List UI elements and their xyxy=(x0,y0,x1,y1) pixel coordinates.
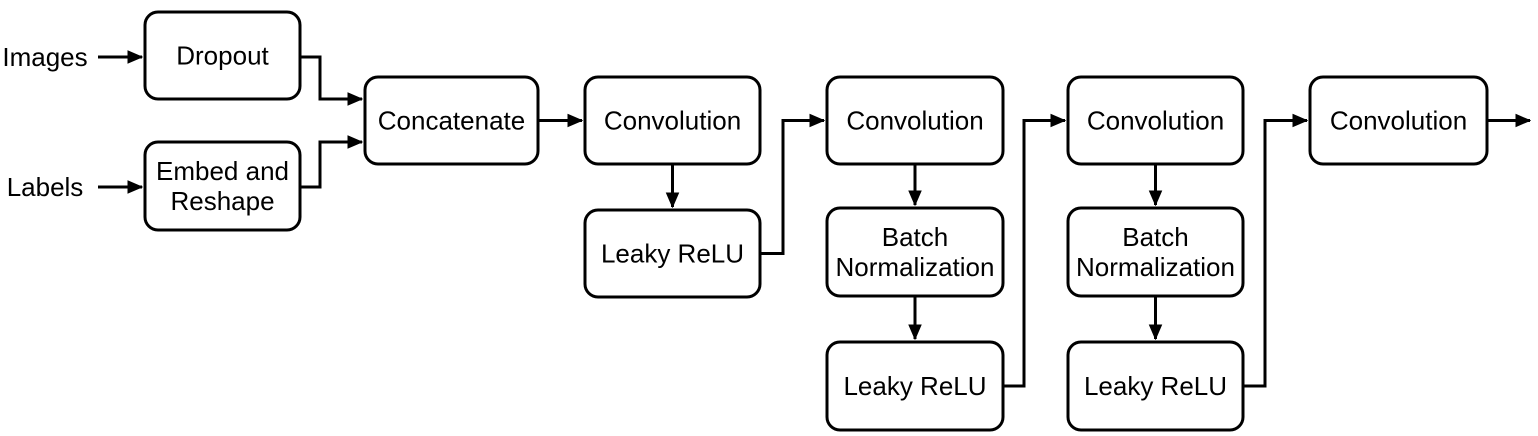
node-leaky-relu-3-label: Leaky ReLU xyxy=(1084,371,1227,401)
node-batch-normalization-2: Batch Normalization xyxy=(1066,206,1245,298)
node-convolution-4: Convolution xyxy=(1308,75,1489,166)
node-convolution-2-label: Convolution xyxy=(846,106,983,136)
node-dropout: Dropout xyxy=(143,10,302,101)
node-batch-normalization-1-label-line1: Batch xyxy=(882,222,949,252)
node-embed-and-reshape: Embed and Reshape xyxy=(143,140,302,232)
node-convolution-3-box xyxy=(1066,75,1245,166)
node-convolution-2: Convolution xyxy=(825,75,1005,166)
node-dropout-box xyxy=(143,10,302,101)
node-convolution-4-label: Convolution xyxy=(1330,106,1467,136)
node-leaky-relu-1: Leaky ReLU xyxy=(583,208,762,299)
input-labels: Images Labels xyxy=(2,42,87,202)
node-batch-normalization-2-label-line1: Batch xyxy=(1122,222,1189,252)
input-label-images: Images xyxy=(2,42,87,72)
node-batch-normalization-1-box xyxy=(825,206,1005,298)
edge-leaky-relu-3-to-convolution-4 xyxy=(1243,121,1307,388)
edge-leaky-relu-2-to-convolution-3 xyxy=(1003,121,1065,388)
node-concatenate: Concatenate xyxy=(363,75,540,166)
node-embed-and-reshape-label-line2: Reshape xyxy=(170,186,274,216)
node-batch-normalization-1: Batch Normalization xyxy=(825,206,1005,298)
node-concatenate-box xyxy=(363,75,540,166)
node-dropout-label: Dropout xyxy=(176,41,269,71)
node-batch-normalization-1-label-line2: Normalization xyxy=(836,252,995,282)
node-convolution-1-label: Convolution xyxy=(604,106,741,136)
node-convolution-1: Convolution xyxy=(583,75,762,166)
node-convolution-1-box xyxy=(583,75,762,166)
node-convolution-2-box xyxy=(825,75,1005,166)
node-embed-and-reshape-box xyxy=(143,140,302,232)
node-leaky-relu-2-box xyxy=(825,340,1005,432)
node-convolution-3-label: Convolution xyxy=(1087,106,1224,136)
nodes: Dropout Embed and Reshape Concatenate Co… xyxy=(143,10,1489,432)
input-label-labels: Labels xyxy=(7,172,84,202)
node-batch-normalization-2-label-line2: Normalization xyxy=(1076,252,1235,282)
edge-dropout-to-concatenate xyxy=(300,55,362,99)
node-leaky-relu-2-label: Leaky ReLU xyxy=(843,371,986,401)
node-batch-normalization-2-box xyxy=(1066,206,1245,298)
edges xyxy=(98,55,1530,388)
node-leaky-relu-2: Leaky ReLU xyxy=(825,340,1005,432)
edge-leaky-relu-1-to-convolution-2 xyxy=(760,121,824,255)
node-convolution-4-box xyxy=(1308,75,1489,166)
edge-embed-to-concatenate xyxy=(300,142,362,189)
node-convolution-3: Convolution xyxy=(1066,75,1245,166)
node-embed-and-reshape-label-line1: Embed and xyxy=(156,156,289,186)
node-leaky-relu-3: Leaky ReLU xyxy=(1066,340,1245,432)
node-leaky-relu-3-box xyxy=(1066,340,1245,432)
node-concatenate-label: Concatenate xyxy=(378,106,525,136)
node-leaky-relu-1-label: Leaky ReLU xyxy=(601,239,744,269)
node-leaky-relu-1-box xyxy=(583,208,762,299)
